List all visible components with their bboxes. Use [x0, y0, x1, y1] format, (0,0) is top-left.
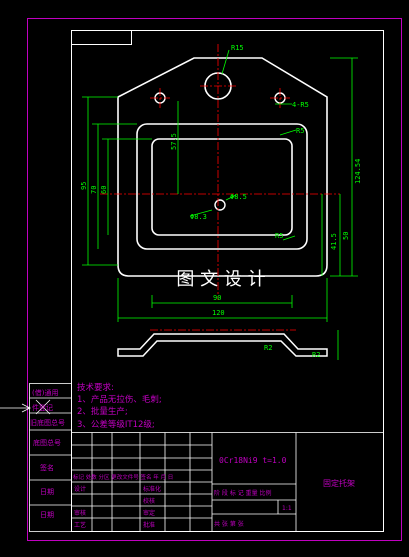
left-label-7: 日期: [40, 511, 54, 519]
scale-value: 1:1: [282, 505, 292, 512]
dim-r15: R15: [231, 44, 244, 52]
craft-label: 工艺: [74, 521, 86, 529]
left-label-2: 件登记: [32, 403, 53, 412]
dim-41: 41.5: [330, 233, 338, 250]
dimension-lines: [82, 49, 358, 322]
notes-title: 技术要求:: [77, 382, 114, 393]
dimension-texts: R15 4-R5 R5 R5 Φ8.5 Φ8.3 90 120 R2 R2 95…: [80, 44, 362, 359]
left-label-4: 底图总号: [33, 438, 61, 447]
note-2: 2、批量生产;: [77, 406, 128, 417]
dim-r5-lower: R5: [275, 232, 283, 240]
dim-124: 124.54: [354, 159, 362, 184]
dim-70: 70: [90, 186, 98, 194]
outer-pocket: [136, 123, 308, 250]
std-label: 标准化: [143, 485, 161, 493]
dim-r2-b: R2: [312, 351, 320, 359]
stage-label: 阶 段 标 记 重量 比例: [214, 489, 272, 497]
dim-57: 57.5: [170, 133, 178, 150]
dim-120: 120: [212, 309, 225, 317]
dim-phi85: Φ8.5: [230, 193, 247, 201]
dim-r5-holes: 4-R5: [292, 101, 309, 109]
design-label: 设计: [74, 485, 86, 493]
section-view: [117, 333, 328, 357]
left-labels: (借)通用 件登记 旧底图总号 底图总号 签名 日期 日期: [30, 388, 65, 519]
bracket-outline: [117, 57, 328, 277]
cross-b: [35, 399, 51, 415]
material-text: 0Cr18Ni9 t=1.0: [219, 456, 287, 465]
left-label-3: 旧底图总号: [30, 418, 65, 427]
center-hole: [214, 199, 226, 211]
pointer-arrow: [21, 403, 31, 413]
title-block-grid: [71, 432, 384, 532]
approve-label: 批准: [143, 521, 155, 529]
review-label: 审定: [143, 509, 155, 517]
left-label-5: 签名: [40, 463, 54, 472]
proof-label: 校核: [143, 497, 155, 505]
dim-r2: R2: [264, 344, 272, 352]
dim-phi83: Φ8.3: [190, 213, 207, 221]
note-3: 3、公差等级IT12级;: [77, 419, 155, 430]
technical-notes: 技术要求: 1、产品无拉伤、毛刺; 2、批量生产; 3、公差等级IT12级;: [77, 382, 162, 430]
watermark: 图 文 设 计: [176, 269, 265, 290]
part-name: 固定托架: [323, 478, 355, 488]
dim-90: 90: [213, 294, 221, 302]
change-header: 标记 处数 分区 更改文件号 签名 年 月 日: [73, 473, 173, 481]
left-label-1: (借)通用: [32, 388, 58, 397]
title-block-texts: 0Cr18Ni9 t=1.0 固定托架 标记 处数 分区 更改文件号 签名 年 …: [73, 456, 355, 529]
dim-r5-upper: R5: [296, 127, 304, 135]
dim-50: 50: [342, 232, 350, 240]
inner-pocket: [151, 138, 293, 236]
outer-frame: [27, 18, 402, 541]
note-1: 1、产品无拉伤、毛刺;: [77, 394, 162, 405]
left-label-6: 日期: [40, 488, 54, 496]
centerlines: [100, 44, 340, 300]
check-label: 审核: [74, 509, 86, 517]
top-left-box: [71, 30, 132, 45]
dim-95: 95: [80, 182, 88, 190]
sheets-label: 共 张 第 张: [214, 520, 244, 528]
dim-60: 60: [100, 186, 108, 194]
